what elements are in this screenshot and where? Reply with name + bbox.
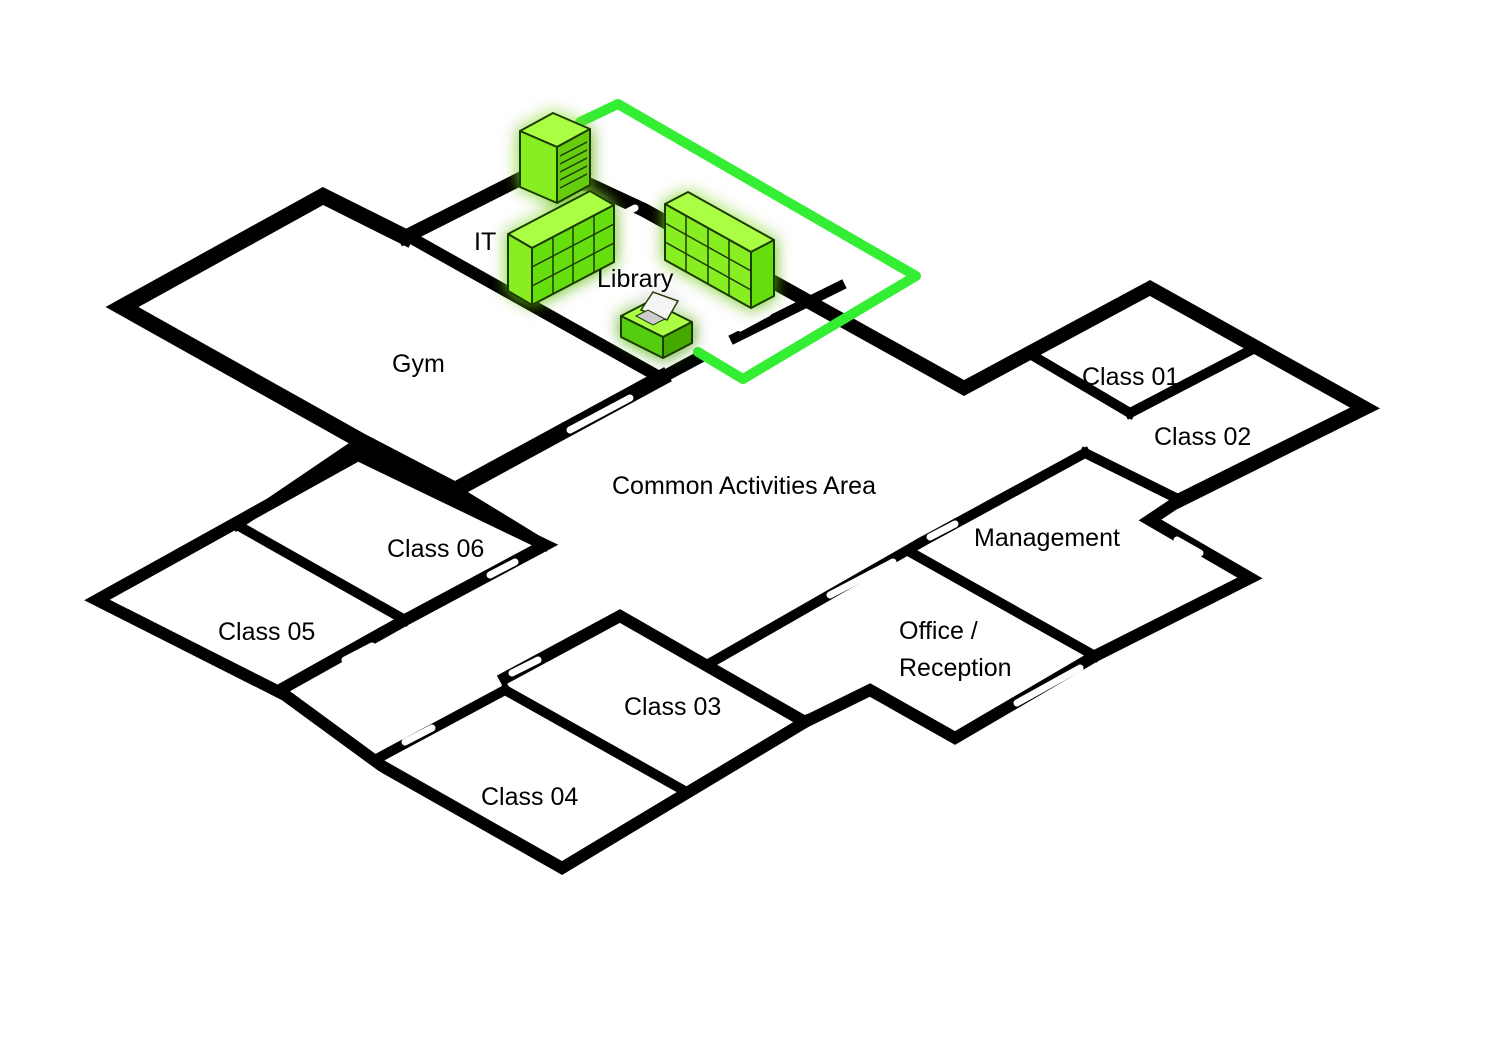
- class03-door: [508, 656, 542, 677]
- class04-door: [401, 724, 436, 746]
- room-label-class05: Class 05: [218, 618, 315, 646]
- room-label-management: Management: [974, 524, 1120, 552]
- office-outer-door: [1013, 664, 1084, 707]
- class01-door: [1033, 366, 1067, 388]
- library-highlight-outline: [575, 99, 921, 384]
- room-label-class01: Class 01: [1082, 363, 1179, 391]
- room-label-class02: Class 02: [1154, 423, 1251, 451]
- class02-bottom-wall: [1078, 446, 1187, 507]
- bookshelf-icon: [664, 191, 775, 309]
- library-inner-wall: [406, 231, 709, 385]
- class06-door: [486, 558, 519, 579]
- bookshelf-icon: [507, 190, 615, 306]
- class06-top-wall: [230, 434, 368, 532]
- library-door: [736, 309, 772, 332]
- room-label-office: Office /: [899, 617, 978, 645]
- management-side-door: [1173, 536, 1204, 557]
- class05-door: [341, 642, 376, 664]
- library-inner-divider: [728, 279, 847, 345]
- common-left-wall: [448, 483, 552, 552]
- management-outer-wall: [496, 491, 1263, 745]
- gym-door: [566, 394, 634, 434]
- gym-outer-wall: [105, 186, 672, 500]
- room-label-class06: Class 06: [387, 535, 484, 563]
- room-label-reception: Reception: [899, 654, 1012, 682]
- server-rack-icon: [519, 112, 591, 204]
- furniture: [507, 112, 775, 359]
- computer-desk-icon: [620, 291, 693, 359]
- room-label-gym: Gym: [392, 350, 445, 378]
- management-office-wall: [903, 545, 1102, 663]
- class03-class04-wall: [498, 683, 690, 797]
- it-door: [608, 204, 639, 224]
- room-labels: IT Library Gym Class 01 Class 02 Common …: [218, 228, 1251, 811]
- class01-wall: [1023, 347, 1137, 420]
- class02-door: [1091, 425, 1122, 445]
- room-label-library: Library: [597, 265, 674, 293]
- room-label-class03: Class 03: [624, 693, 721, 721]
- class04-outer-wall: [84, 448, 814, 875]
- class05-class06-wall: [230, 518, 412, 627]
- class04-top-wall: [375, 683, 512, 763]
- management-door: [926, 520, 959, 541]
- room-label-it: IT: [474, 228, 496, 256]
- class01-class02-wall: [1123, 341, 1262, 420]
- room-label-class04: Class 04: [481, 783, 578, 811]
- doors: [341, 204, 1204, 746]
- room-label-common-area: Common Activities Area: [612, 472, 876, 500]
- office-door: [826, 558, 897, 599]
